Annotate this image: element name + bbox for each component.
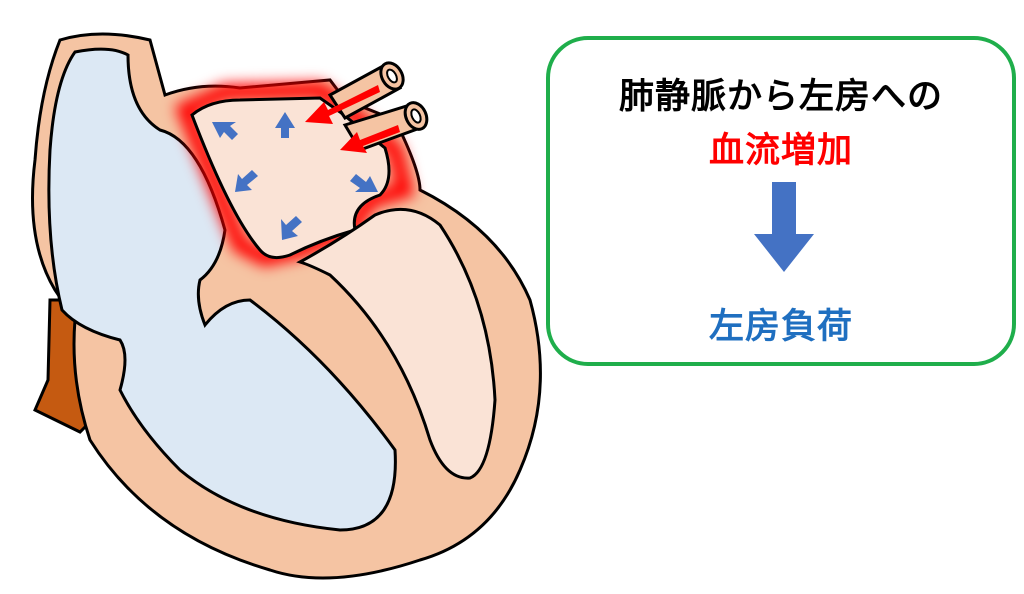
right-chamber: [47, 47, 397, 532]
heart-illustration: [31, 32, 542, 580]
expansion-arrow-icon: [212, 112, 378, 240]
emphasis-text: 血流増加: [708, 131, 853, 171]
left-ventricle: [296, 207, 497, 480]
cause-text: 肺静脈から左房への: [618, 77, 943, 117]
inflow-arrow-icon: [305, 85, 400, 153]
callout-box: 肺静脈から左房への 血流増加 左房負荷: [546, 36, 1016, 366]
atrium-overload-glow: [174, 81, 415, 267]
result-text: 左房負荷: [708, 307, 853, 347]
down-arrow-icon: [754, 182, 814, 272]
